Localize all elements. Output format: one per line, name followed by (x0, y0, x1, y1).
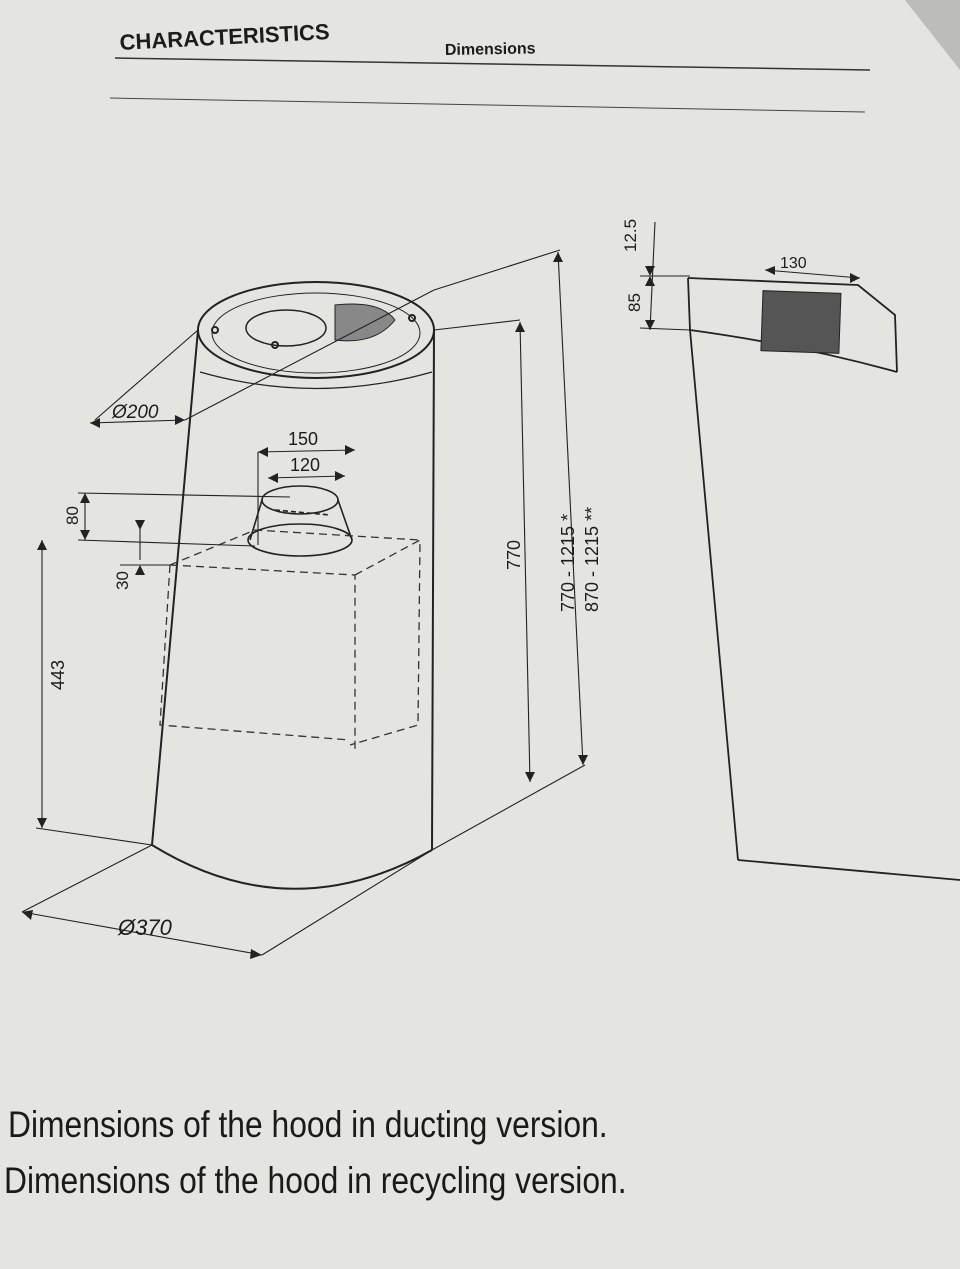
arrow-dia200-right (175, 415, 185, 425)
label-770: 770 (504, 540, 524, 570)
top-filter-mesh (334, 303, 396, 342)
subtitle: Dimensions (445, 40, 536, 59)
arrow-150-left (258, 447, 268, 457)
arrow-30-top (135, 520, 145, 530)
label-120: 120 (290, 455, 320, 475)
arrow-443-top (37, 540, 47, 550)
outlet-spigot (247, 485, 353, 557)
spigot-right (337, 499, 353, 541)
label-150: 150 (288, 429, 318, 449)
label-dia200: Ø200 (111, 402, 159, 423)
side-left-top (687, 277, 691, 331)
side-filter-mesh (760, 290, 842, 354)
label-80: 80 (63, 506, 82, 525)
cylinder-top-inner (211, 292, 421, 374)
arrow-150-right (345, 445, 355, 455)
label-443: 443 (48, 660, 68, 690)
ext-80-top (77, 492, 291, 498)
arrow-120-right (335, 471, 345, 481)
cylinder-right-edge (431, 329, 435, 851)
cylinder-left-edge (151, 329, 199, 846)
arrow-130-left (765, 266, 775, 275)
arrow-80-top (80, 493, 90, 503)
arrow-dia370-right (250, 949, 262, 959)
label-dia370: Ø370 (117, 915, 173, 940)
motor-box-dashed (159, 529, 421, 750)
ext-dia370-right (261, 849, 433, 956)
arrow-dia370-left (22, 910, 33, 920)
caption-recycling: Dimensions of the hood in recycling vers… (4, 1160, 627, 1201)
arrow-80-bottom (80, 530, 90, 540)
box-front-left (159, 564, 351, 741)
arrow-dia200-left (90, 418, 100, 428)
top-duct-hole (245, 309, 327, 347)
screw-hole-right (408, 314, 416, 322)
dim-130 (764, 269, 861, 279)
page-curl-shadow (905, 0, 960, 70)
header-rule-top (114, 57, 871, 71)
dim-770 (519, 321, 531, 783)
label-range-a: 770 - 1215 * (558, 514, 578, 612)
ext-443-bottom (35, 827, 153, 846)
arrow-range-top (553, 252, 563, 262)
arrow-770-bottom (525, 772, 535, 782)
caption-ducting: Dimensions of the hood in ducting versio… (8, 1104, 608, 1145)
screw-hole-left (211, 326, 219, 334)
ext-bottom-to-range (431, 764, 586, 851)
dimension-lines (21, 221, 861, 956)
side-bottom-edge (737, 859, 960, 881)
ext-dia200-right (184, 289, 435, 421)
dim-range (557, 251, 584, 766)
ext-top-to-range (433, 249, 561, 291)
header-rule-bottom (109, 97, 866, 113)
arrowheads (22, 252, 860, 959)
box-top (169, 529, 421, 566)
spigot-flange (247, 523, 353, 557)
ext-top-to-770 (433, 319, 521, 331)
screw-hole-front (271, 341, 279, 349)
ext-85 (639, 327, 691, 331)
arrow-12-5 (645, 266, 655, 276)
dim-dia200 (89, 419, 186, 424)
arrow-120-left (268, 473, 278, 483)
arrow-85-bottom (645, 320, 655, 330)
side-top-edge (687, 277, 898, 373)
side-left-edge (689, 329, 739, 861)
label-12-5: 12.5 (621, 219, 640, 252)
arrow-range-bottom (578, 755, 588, 765)
dim-120 (267, 475, 346, 479)
arrow-770-top (515, 322, 525, 332)
label-130: 130 (780, 255, 807, 272)
ext-dia200-left (94, 329, 199, 421)
cylinder-collar-line (199, 371, 433, 390)
label-range-b: 870 - 1215 ** (582, 507, 602, 612)
hood-cylinder (151, 281, 435, 890)
dim-dia370 (21, 911, 263, 956)
cylinder-bottom-curve (151, 844, 433, 890)
ext-80-bottom (77, 539, 256, 547)
dim-150 (257, 449, 356, 453)
arrow-85-top (645, 276, 655, 286)
spigot-dash (274, 509, 331, 516)
label-30: 30 (113, 571, 132, 590)
arrow-443-bottom (37, 818, 47, 828)
arrow-30-bottom (135, 565, 145, 575)
label-85: 85 (625, 293, 644, 312)
ext-dia370-left (21, 844, 153, 913)
side-view (687, 277, 960, 881)
arrow-130-right (850, 273, 860, 283)
